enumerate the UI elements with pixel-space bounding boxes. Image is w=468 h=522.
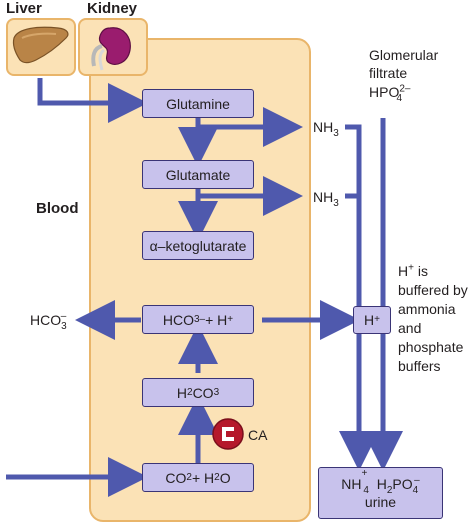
ca-label: CA (248, 427, 268, 443)
nh3-bottom-label: NH3 (313, 189, 339, 209)
hpo4-label: HPO2–4 (369, 83, 411, 104)
nh3-to-urine-arrow (339, 124, 379, 471)
glomerular-label-1: Glomerular (369, 47, 439, 63)
urine-node: NH+4 H2PO4– urine (318, 467, 443, 519)
liver-image (6, 18, 76, 76)
kidney-label: Kidney (87, 0, 138, 17)
liver-icon (12, 26, 69, 64)
buffer-label-line-0: H+ is (398, 262, 428, 279)
buffer-label-line-4: phosphate (398, 339, 464, 355)
h-plus-node: H+ (353, 306, 391, 334)
buffer-label-line-2: ammonia (398, 301, 456, 317)
liver-label: Liver (6, 0, 42, 17)
buffer-label-line-3: and (398, 320, 422, 336)
liver-to-glutamine-arrow (37, 78, 148, 123)
buffer-label-line-5: buffers (398, 358, 441, 374)
nh3-top-label: NH3 (313, 119, 339, 139)
buffer-label-line-1: buffered by (398, 282, 468, 298)
glutamine-node: Glutamine (142, 89, 254, 118)
glomerular-label-2: filtrate (369, 65, 408, 81)
kidney-icon (91, 27, 131, 71)
hco3-out-label: HCO3– (30, 311, 67, 332)
carbonic-anhydrase-icon (212, 418, 244, 450)
kidney-image (78, 18, 148, 76)
blood-region-label: Blood (36, 200, 79, 217)
glutamate-node: Glutamate (142, 160, 254, 189)
ketoglutarate-node: α–ketoglutarate (142, 231, 254, 260)
